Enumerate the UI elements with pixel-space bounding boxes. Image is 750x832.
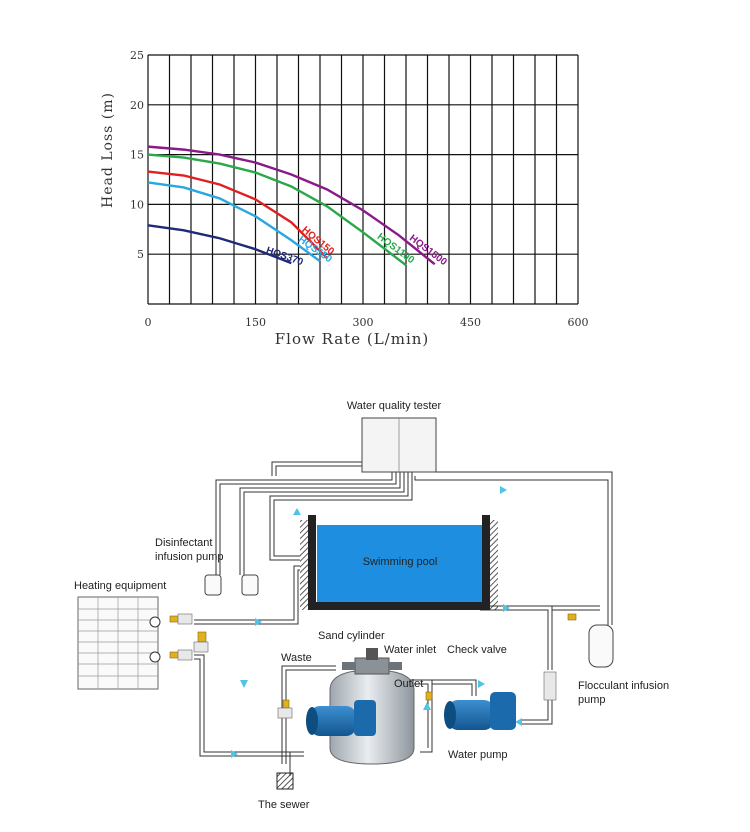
head-loss-chart: 0 150 300 450 600 5 10 15 20 25 HQS370HQS550HQS15… [100,49,589,348]
valves[interactable] [169,613,577,709]
series-line-hqs1100 [147,153,407,267]
pool-circulation-diagram: Water quality tester Swimming pool Disin… [74,400,669,811]
swimming-pool: Swimming pool [300,515,498,610]
filter-pump[interactable] [306,700,376,736]
flocculant-label-2: pump [578,694,606,706]
series-line-hqs1500 [147,145,436,266]
x-tick-label: 450 [460,316,481,329]
x-tick-label: 0 [145,316,152,329]
series-line-hqs370 [147,224,292,265]
x-tick-label: 600 [568,316,589,329]
water-quality-tester-label: Water quality tester [347,400,442,412]
chart-series [147,145,436,267]
disinfectant-pump-label-1: Disinfectant [155,537,212,549]
waste-label: Waste [281,652,312,664]
check-valve-label: Check valve [447,644,507,656]
x-axis-label: Flow Rate (L/min) [275,330,430,348]
y-tick-label: 10 [130,198,144,211]
pipe-network [194,460,613,776]
water-inlet-label: Water inlet [384,644,436,656]
sewer [276,772,294,790]
y-tick-label: 25 [130,49,144,62]
series-line-hqs550 [147,181,321,263]
x-tick-label: 300 [353,316,374,329]
y-tick-label: 15 [130,149,144,162]
flocculant-label-1: Flocculant infusion [578,680,669,692]
y-tick-label: 20 [130,99,144,112]
chart-grid [147,54,579,305]
y-axis-label: Head Loss (m) [100,92,116,208]
sand-cylinder-label: Sand cylinder [318,630,385,642]
y-tick-label: 5 [137,248,144,261]
swimming-pool-label: Swimming pool [363,556,438,568]
heating-equipment-label: Heating equipment [74,580,166,592]
heating-equipment[interactable] [77,596,161,690]
water-pump[interactable] [444,692,516,730]
x-tick-label: 150 [245,316,266,329]
disinfectant-pumps[interactable] [204,574,259,596]
flocculant-pump[interactable] [588,624,614,668]
flow-arrows [231,486,554,758]
series-line-hqs150 [147,170,329,260]
water-pump-label: Water pump [448,749,508,761]
disinfectant-pump-label-2: infusion pump [155,551,224,563]
sewer-label: The sewer [258,799,310,811]
outlet-label: Outlet [394,678,423,690]
chart-ticks: 0 150 300 450 600 5 10 15 20 25 [130,49,589,329]
